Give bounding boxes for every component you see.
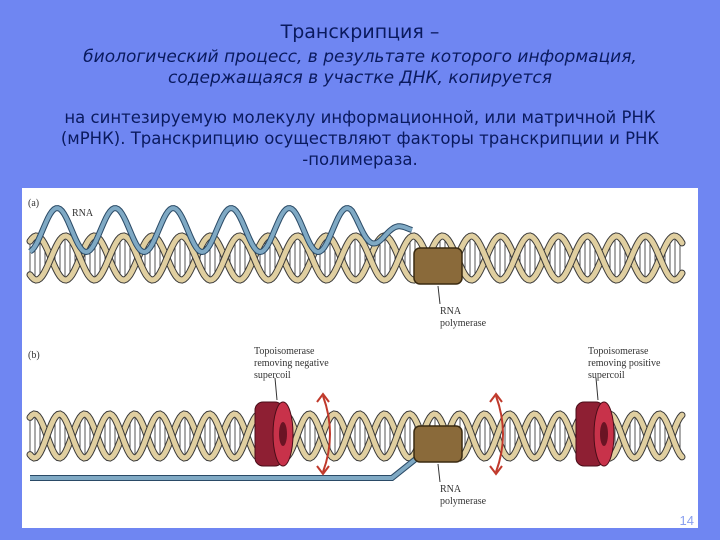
slide-body-text: на синтезируемую молекулу информационной…	[0, 107, 720, 170]
rna-label: RNA	[72, 208, 94, 219]
topoisomerase-right-hole	[600, 422, 608, 446]
slide-subtitle: биологический процесс, в результате кото…	[0, 47, 720, 89]
topoisomerase-left-label: Topoisomerase removing negative supercoi…	[254, 346, 329, 381]
rotation-arrow-right	[495, 395, 504, 473]
topoisomerase-left-hole	[279, 422, 287, 446]
subtitle-line-1: биологический процесс, в результате кото…	[83, 47, 637, 67]
body-line-3: -полимераза.	[302, 150, 418, 169]
dna-helix-b-strand-front	[27, 411, 685, 461]
topoisomerase-left-pointer	[274, 377, 278, 401]
rotation-arrow-right-head-bottom	[489, 465, 503, 476]
rotation-arrow-left	[322, 395, 331, 473]
rotation-arrow-right-head-top	[489, 392, 503, 403]
rotation-arrow-left-head-top	[316, 392, 330, 403]
body-line-1: на синтезируемую молекулу информационной…	[64, 108, 656, 127]
dna-helix-a-strand-front	[27, 233, 685, 283]
body-line-2: (мРНК). Транскрипцию осуществляют фактор…	[60, 129, 660, 148]
topoisomerase-right-label: Topoisomerase removing positive supercoi…	[588, 346, 661, 381]
transcription-figure: (a) RNA RNA polymerase (b) Topoisomerase…	[22, 188, 698, 528]
panel-b-label: (b)	[28, 350, 40, 361]
rna-polymerase-a	[413, 247, 463, 285]
dna-illustration	[26, 205, 686, 483]
panel-a-label: (a)	[28, 198, 40, 209]
rna-polymerase-label-b: RNA polymerase	[440, 484, 487, 507]
rna-polymerase-b	[413, 425, 463, 463]
rna-polymerase-b-pointer	[437, 463, 441, 483]
slide-title: Транскрипция –	[280, 21, 440, 43]
rna-polymerase-a-pointer	[437, 285, 441, 305]
rna-tail	[30, 456, 419, 480]
rotation-arrow-left-head-bottom	[316, 465, 330, 476]
topoisomerase-right-pointer	[595, 377, 599, 401]
subtitle-line-2: содержащаяся в участке ДНК, копируется	[167, 68, 552, 88]
page-number: 14	[679, 513, 694, 528]
rna-strand	[28, 206, 413, 255]
rna-polymerase-label-a: RNA polymerase	[440, 306, 487, 329]
